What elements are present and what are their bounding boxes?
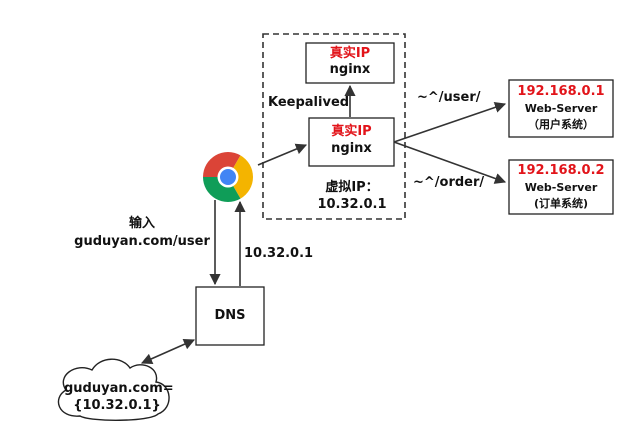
keepalived-label: Keepalived bbox=[268, 95, 350, 110]
order-route-label: ~^/order/ bbox=[413, 175, 485, 190]
server-1-title: Web-Server bbox=[524, 102, 598, 115]
browser-to-nginx-arrow bbox=[257, 143, 308, 166]
virtual-ip-title: 虚拟IP： bbox=[325, 180, 379, 195]
input-label-title: 输入 bbox=[128, 216, 155, 231]
server-2-desc: (订单系统) bbox=[533, 197, 589, 210]
user-route-arrow bbox=[393, 101, 507, 143]
top-nginx-real-ip-label: 真实IP bbox=[329, 46, 371, 61]
web-server-2-box bbox=[508, 159, 614, 215]
input-label-url: guduyan.com/user bbox=[74, 234, 210, 249]
main-nginx-real-ip-label: 真实IP bbox=[331, 124, 372, 139]
cloud-shape bbox=[57, 358, 170, 421]
dns-reply-ip: 10.32.0.1 bbox=[244, 246, 314, 261]
cloud-record-line-1: guduyan.com= bbox=[64, 381, 174, 396]
virtual-ip-value: 10.32.0.1 bbox=[317, 197, 387, 212]
server-1-ip: 192.168.0.1 bbox=[517, 84, 605, 99]
user-route-label: ~^/user/ bbox=[417, 90, 481, 105]
server-2-ip: 192.168.0.2 bbox=[517, 163, 605, 178]
server-1-desc: （用户系统） bbox=[528, 118, 594, 131]
dns-label: DNS bbox=[214, 308, 246, 323]
dns-cloud-arrow bbox=[140, 338, 196, 365]
main-nginx-label: nginx bbox=[331, 141, 372, 156]
web-server-1-box bbox=[508, 79, 614, 138]
main-nginx-box bbox=[308, 117, 395, 167]
top-nginx-label: nginx bbox=[329, 62, 371, 77]
server-2-title: Web-Server bbox=[524, 181, 598, 194]
keepalived-cluster-boundary bbox=[262, 33, 406, 220]
dns-box bbox=[195, 286, 265, 346]
top-nginx-box bbox=[305, 42, 395, 84]
chrome-browser-icon[interactable] bbox=[203, 152, 253, 202]
order-route-arrow bbox=[393, 141, 507, 184]
cloud-record-line-2: {10.32.0.1} bbox=[73, 398, 161, 413]
